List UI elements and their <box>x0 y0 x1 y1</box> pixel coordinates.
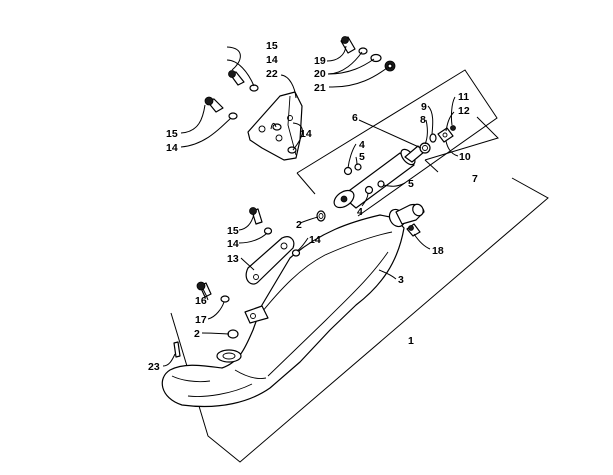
bolt-16 <box>196 281 212 298</box>
callout-2-upper: 2 <box>296 219 302 231</box>
washer-14f <box>291 249 301 257</box>
callout-14-right: 14 <box>300 128 312 140</box>
callout-20: 20 <box>314 68 326 80</box>
washer-14e <box>263 227 273 235</box>
inlet-flange <box>216 349 242 363</box>
nut-4a <box>343 166 353 176</box>
callout-13: 13 <box>227 253 239 265</box>
nut-4b <box>364 185 374 195</box>
callout-6: 6 <box>352 112 358 124</box>
callout-23: 23 <box>148 361 160 373</box>
callout-5-lower: 5 <box>408 178 414 190</box>
washer-17 <box>220 295 230 303</box>
gasket-2a <box>316 210 326 222</box>
callout-18: 18 <box>432 245 444 257</box>
bolt-15b <box>204 96 224 113</box>
leader-lines <box>162 45 459 367</box>
callout-10: 10 <box>459 151 471 163</box>
gasket-2b <box>227 329 239 339</box>
callout-15-mid: 15 <box>227 225 239 237</box>
bolt-15a <box>228 70 245 86</box>
callout-21: 21 <box>314 82 326 94</box>
assembly-box-6 <box>296 69 498 217</box>
callout-12: 12 <box>458 105 470 117</box>
resonator-pipe <box>333 145 425 209</box>
callout-15-left: 15 <box>166 128 178 140</box>
washer-14c <box>272 123 282 131</box>
bolt-11 <box>450 125 456 131</box>
spring-23 <box>173 341 181 358</box>
callout-5-upper: 5 <box>359 151 365 163</box>
fastener-19 <box>340 36 356 54</box>
washer-20 <box>358 47 368 55</box>
washer-5b <box>377 180 385 188</box>
callout-8: 8 <box>420 114 426 126</box>
callout-15-top: 15 <box>266 40 278 52</box>
callout-14-mid-right: 14 <box>309 234 321 246</box>
spring-18 <box>406 223 421 237</box>
bolt-15c <box>249 207 263 225</box>
callout-14-left: 14 <box>166 142 178 154</box>
callout-2-lower: 2 <box>194 328 200 340</box>
bracket-13 <box>245 236 295 285</box>
muffler <box>161 203 425 408</box>
callout-16: 16 <box>195 295 207 307</box>
callout-11: 11 <box>458 91 469 103</box>
callout-22: 22 <box>266 68 278 80</box>
clamp-10 <box>437 127 454 143</box>
assembly-box-7 <box>424 116 499 173</box>
callout-3: 3 <box>398 274 404 286</box>
callout-14-mid: 14 <box>227 238 239 250</box>
washer-14b <box>228 112 238 120</box>
callout-4-lower: 4 <box>357 206 363 218</box>
callout-9: 9 <box>421 101 427 113</box>
callout-19: 19 <box>314 55 326 67</box>
spring-8 <box>419 142 431 154</box>
washer-9 <box>429 133 437 143</box>
callout-7: 7 <box>472 173 478 185</box>
washer-5a <box>354 163 362 171</box>
nut-21 <box>384 60 396 72</box>
callout-14-top: 14 <box>266 54 278 66</box>
callout-17: 17 <box>195 314 207 326</box>
callout-4-upper: 4 <box>359 139 365 151</box>
callout-1: 1 <box>408 335 414 347</box>
